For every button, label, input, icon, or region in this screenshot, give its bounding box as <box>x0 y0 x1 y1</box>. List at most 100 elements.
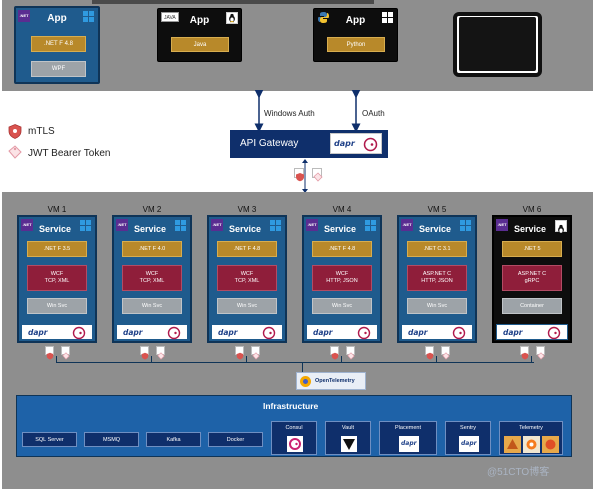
vm-label: VM 6 <box>522 205 542 214</box>
service-title: Service <box>134 224 167 234</box>
service-title: Service <box>419 224 452 234</box>
telemetry-icons <box>504 436 559 453</box>
service-title: Service <box>514 224 547 234</box>
windows-icon <box>80 220 92 232</box>
dotnet-icon: .NET <box>18 10 30 22</box>
service-connector-line <box>531 356 532 363</box>
mtls-shield-icon <box>8 124 22 139</box>
framework-pill: .NET 5 <box>502 241 562 257</box>
service-dapr-sidecar: dapr <box>306 324 378 340</box>
vault-label: Vault <box>341 425 355 431</box>
service-jwt-icon <box>346 346 355 360</box>
vm-label: VM 1 <box>47 205 67 214</box>
envoy-icon <box>547 326 561 340</box>
host-pill: Win Svc <box>407 298 467 314</box>
linux-icon <box>555 220 567 234</box>
sentry-label: Sentry <box>460 425 476 431</box>
telemetry-connector-line <box>302 362 303 374</box>
tablet-screen <box>459 17 536 71</box>
protocol-pill: ASP.NET C gRPC <box>502 265 562 291</box>
infra-docker: Docker <box>208 432 263 447</box>
opentelemetry-badge: OpenTelemetry <box>296 372 366 390</box>
infra-sentry: Sentry dapr <box>445 421 491 455</box>
service-mtls-icon <box>140 346 149 360</box>
envoy-icon <box>262 326 276 340</box>
language-pill: Java <box>171 37 229 52</box>
gateway-jwt-icon <box>312 168 323 182</box>
host-pill: Container <box>502 298 562 314</box>
framework-pill: .NET F 3.5 <box>27 241 87 257</box>
envoy-icon <box>72 326 86 340</box>
client-app-java: JAVA App Java <box>157 8 242 62</box>
service-mtls-icon <box>520 346 529 360</box>
protocol-pill: WCF HTTP, JSON <box>312 265 372 291</box>
windows-icon <box>365 220 377 232</box>
service-title: Service <box>324 224 357 234</box>
infrastructure-title: Infrastructure <box>263 401 319 411</box>
dapr-logo-icon: dapr <box>503 328 523 337</box>
envoy-icon <box>452 326 466 340</box>
gateway-dapr-sidecar: dapr <box>330 133 382 154</box>
service-jwt-icon <box>536 346 545 360</box>
linux-icon <box>226 12 238 24</box>
service-mtls-icon <box>45 346 54 360</box>
placement-label: Placement <box>395 425 421 431</box>
framework-pill: .NET F 4.8 <box>31 36 86 52</box>
windows-auth-label: Windows Auth <box>264 109 315 118</box>
ui-framework-pill: WPF <box>31 61 86 77</box>
service-dapr-sidecar: dapr <box>21 324 93 340</box>
client-app-dotnet: .NET App .NET F 4.8 WPF <box>14 6 100 84</box>
client-title: App <box>345 15 366 26</box>
service-connector-line <box>246 356 247 363</box>
windows-icon <box>83 11 95 23</box>
framework-pill: .NET F 4.8 <box>217 241 277 257</box>
infra-consul: Consul <box>271 421 317 455</box>
dotnet-icon: .NET <box>306 219 318 231</box>
clients-band-cap <box>92 0 374 4</box>
service-mtls-icon <box>235 346 244 360</box>
dotnet-icon: .NET <box>401 219 413 231</box>
service-bus-line <box>56 362 534 363</box>
vm-label: VM 2 <box>142 205 162 214</box>
service-mtls-icon <box>330 346 339 360</box>
vault-icon <box>341 436 357 452</box>
infra-vault: Vault <box>325 421 371 455</box>
dapr-logo-icon: dapr <box>218 328 238 337</box>
telemetry-label: Telemetry <box>519 425 543 431</box>
service-title: Service <box>39 224 72 234</box>
dapr-logo-icon: dapr <box>334 139 355 148</box>
dapr-icon: dapr <box>459 436 479 452</box>
service-jwt-icon <box>156 346 165 360</box>
vm-label: VM 5 <box>427 205 447 214</box>
opentelemetry-label: OpenTelemetry <box>315 378 355 384</box>
auth-arrows <box>254 90 361 132</box>
infra-msmq: MSMQ <box>84 432 139 447</box>
framework-pill: .NET C 3.1 <box>407 241 467 257</box>
infra-placement: Placement dapr <box>379 421 437 455</box>
framework-pill: .NET F 4.8 <box>312 241 372 257</box>
host-pill: Win Svc <box>217 298 277 314</box>
framework-pill: .NET F 4.0 <box>122 241 182 257</box>
consul-icon <box>287 436 303 452</box>
windows-icon <box>382 12 394 24</box>
client-title: App <box>47 13 67 24</box>
service-jwt-icon <box>251 346 260 360</box>
dapr-logo-icon: dapr <box>28 328 48 337</box>
service-dapr-sidecar: dapr <box>401 324 473 340</box>
service-connector-line <box>151 356 152 363</box>
protocol-pill: WCF TCP, XML <box>27 265 87 291</box>
java-icon: JAVA <box>161 12 179 22</box>
service-connector-line <box>436 356 437 363</box>
envoy-icon <box>167 326 181 340</box>
service-dapr-sidecar: dapr <box>116 324 188 340</box>
client-title: App <box>189 15 210 26</box>
host-pill: Win Svc <box>122 298 182 314</box>
service-dapr-sidecar: dapr <box>211 324 283 340</box>
legend-mtls-label: mTLS <box>28 126 55 137</box>
host-pill: Win Svc <box>27 298 87 314</box>
infra-kafka: Kafka <box>146 432 201 447</box>
